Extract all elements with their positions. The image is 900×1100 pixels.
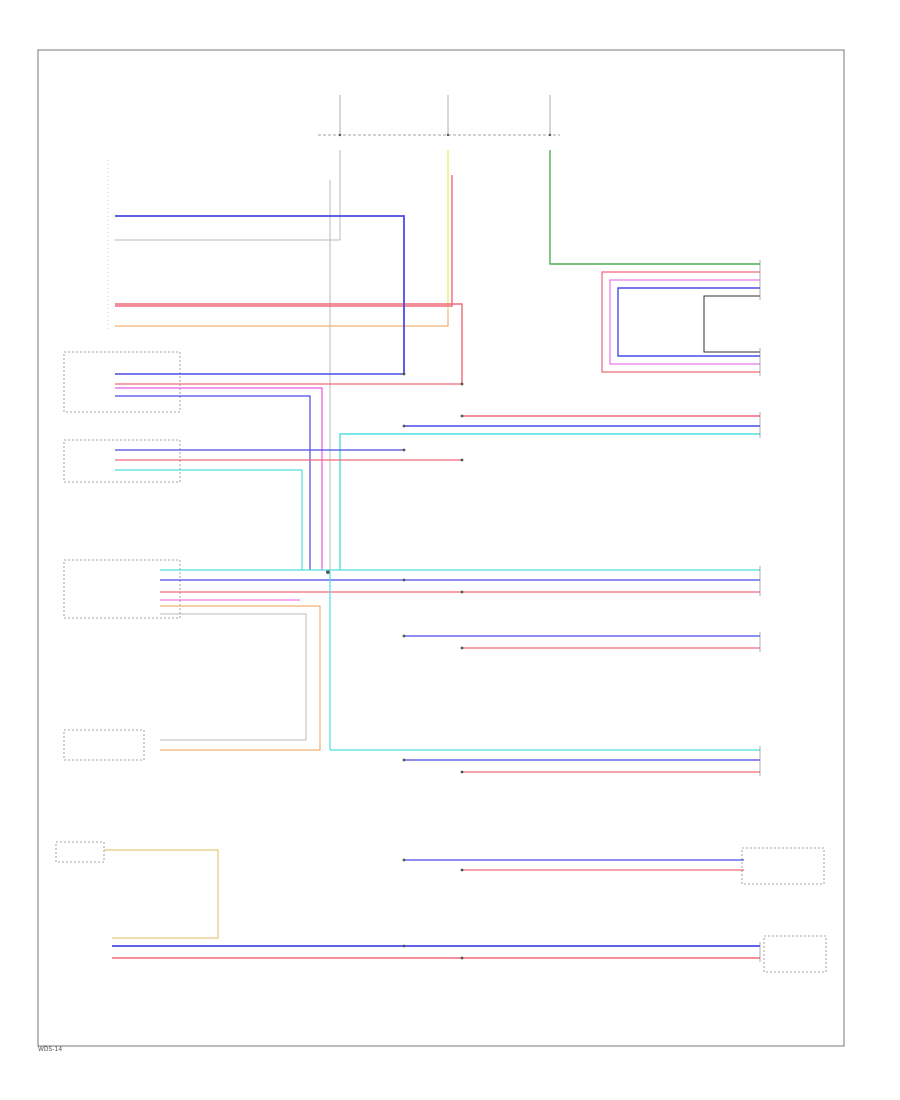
left-module-2 [63,439,181,483]
fuse-block [318,95,560,137]
splice-point [326,570,330,574]
trunk-wires [115,150,760,570]
module-5-wire [104,849,219,939]
bottom-bus [112,945,760,959]
junction-dots [402,372,464,960]
left-module-1 [63,351,181,413]
left-module-3 [63,559,181,619]
diagram-frame [37,49,845,1047]
diagram-footer-code: WDS-14 [38,1046,63,1053]
right-upper-connector-wires [601,271,760,373]
left-module-4 [63,729,145,761]
right-bus-mid [404,635,760,649]
left-module-5 [55,841,105,863]
module-1-wires [115,373,462,570]
right-bus-upper [339,415,760,570]
right-module-lower-wires [404,859,744,871]
module-3-wires [160,569,760,751]
right-module-lower [741,847,825,885]
right-module-bottom [763,935,827,973]
right-bus-lower [330,749,760,773]
module-2-wires [115,449,462,570]
